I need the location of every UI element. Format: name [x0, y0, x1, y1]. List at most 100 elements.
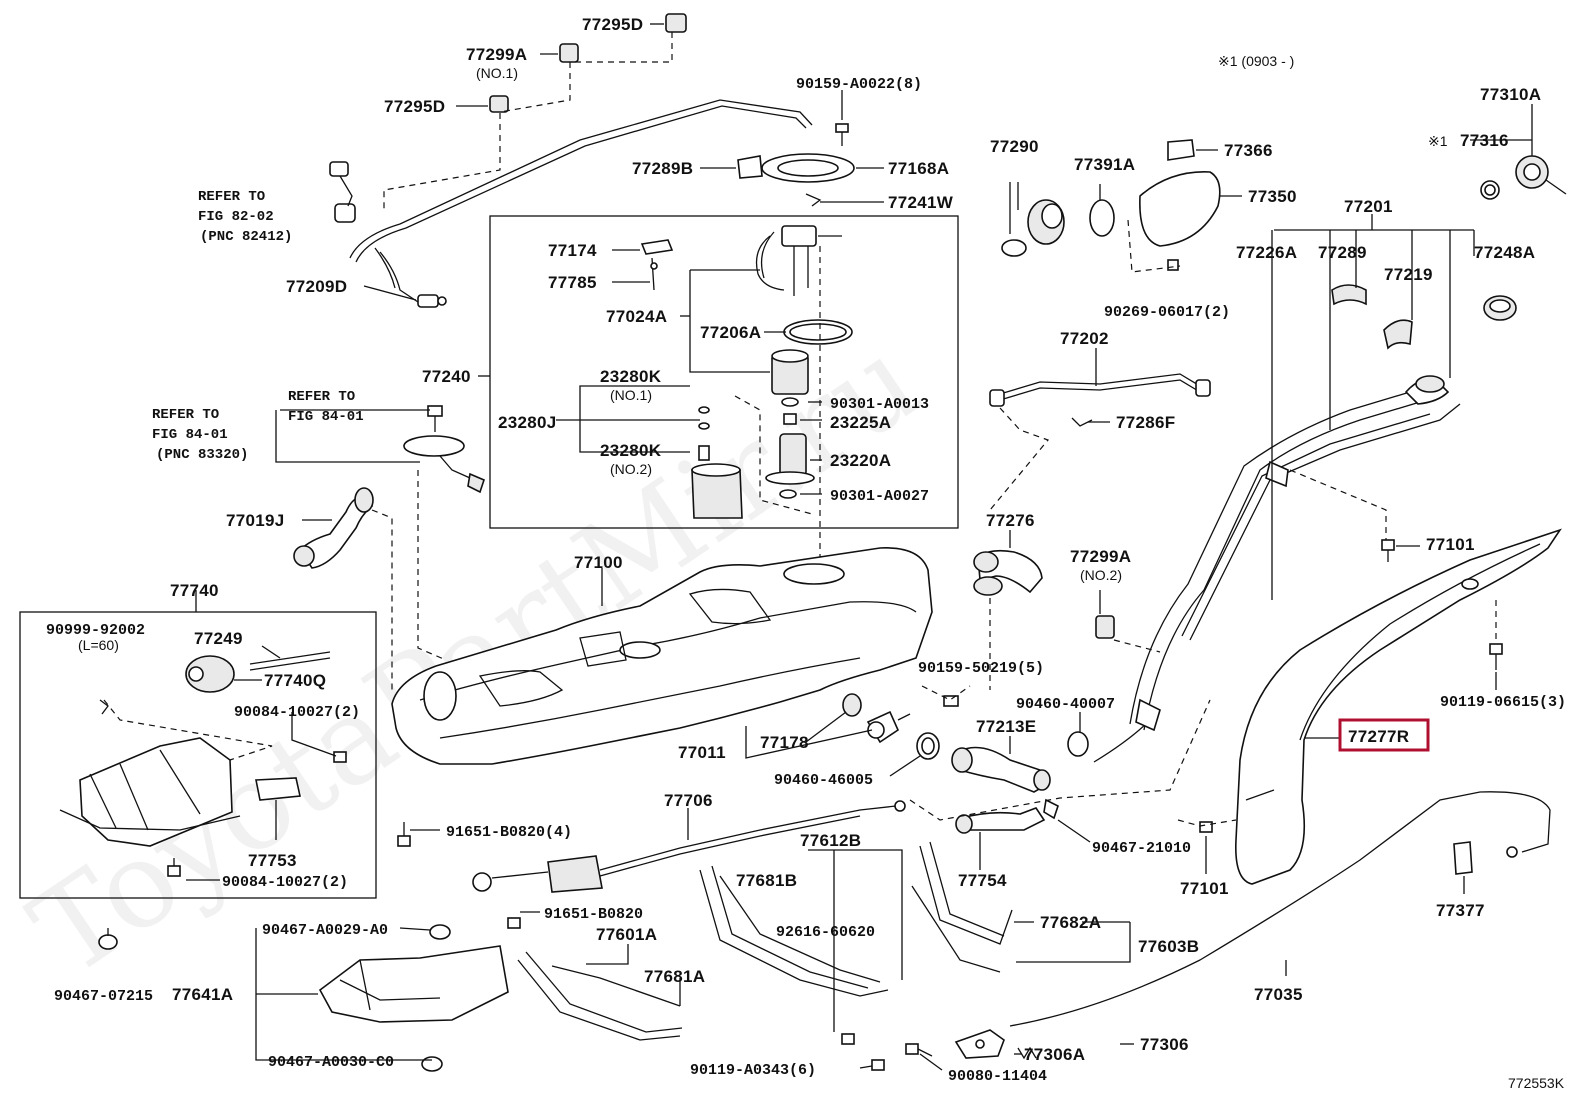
protector-77277R[interactable]: [1235, 528, 1562, 885]
nut-90467-A0030[interactable]: [421, 1056, 443, 1072]
label-90467-A0030[interactable]: 90467-A0030-C0: [268, 1054, 394, 1071]
label-23225A[interactable]: 23225A: [830, 413, 891, 432]
bolt-91651-B0820[interactable]: [507, 917, 521, 929]
label-77101-lower[interactable]: 77101: [1180, 879, 1229, 898]
clip-90467-21010[interactable]: [1043, 798, 1059, 820]
label-77011[interactable]: 77011: [678, 743, 726, 762]
hose-77019J[interactable]: [293, 487, 374, 569]
label-77681B[interactable]: 77681B: [736, 871, 797, 890]
label-90467-07215[interactable]: 90467-07215: [54, 988, 153, 1005]
label-90084-a[interactable]: 90084-10027(2): [234, 704, 360, 721]
bolt-90119-06615[interactable]: [1489, 643, 1503, 670]
label-77174[interactable]: 77174: [548, 241, 597, 260]
cover-77641A[interactable]: [318, 945, 509, 1023]
connector-refer-82-02[interactable]: [329, 161, 356, 223]
cable-77035[interactable]: [1009, 791, 1551, 1027]
sender-gauge-refer-84-01[interactable]: [403, 435, 485, 494]
refer-fig-84-01-a[interactable]: REFER TO FIG 84-01: [288, 389, 364, 425]
bolt-90084-b[interactable]: [167, 858, 181, 877]
connector-77289B[interactable]: [737, 155, 763, 179]
clip-77295D-mid[interactable]: [489, 95, 509, 113]
label-90084-b[interactable]: 90084-10027(2): [222, 874, 348, 891]
label-77316[interactable]: 77316: [1460, 131, 1509, 150]
connector-77209D[interactable]: [417, 294, 447, 308]
label-77306A[interactable]: 77306A: [1024, 1045, 1085, 1064]
oring-77206A[interactable]: [783, 319, 853, 345]
label-77290[interactable]: 77290: [990, 137, 1039, 156]
clip-77299A-no1[interactable]: [559, 43, 579, 63]
pin-90999[interactable]: [99, 699, 109, 715]
label-77101-upper[interactable]: 77101: [1426, 535, 1475, 554]
label-77168A[interactable]: 77168A: [888, 159, 949, 178]
bolt-92616[interactable]: [841, 1033, 855, 1045]
gasket-77178[interactable]: [842, 693, 862, 717]
bolt-90159-A0022[interactable]: [835, 123, 849, 146]
wire-77785[interactable]: [650, 257, 658, 291]
ring-77290[interactable]: [1001, 239, 1027, 257]
lid-77350[interactable]: [1139, 171, 1221, 247]
nut-90467-07215[interactable]: [98, 928, 118, 950]
label-77213E[interactable]: 77213E: [976, 717, 1036, 736]
label-90301-A0027[interactable]: 90301-A0027: [830, 488, 929, 505]
fuel-line-top[interactable]: [349, 99, 813, 303]
label-90159-50219[interactable]: 90159-50219(5): [918, 660, 1044, 677]
hose-77276[interactable]: [973, 549, 1043, 596]
label-77035[interactable]: 77035: [1254, 985, 1303, 1004]
lever-77306[interactable]: [954, 1029, 1005, 1059]
band-77601A[interactable]: [517, 951, 683, 1041]
clamp-90460-40007[interactable]: [1067, 731, 1089, 757]
spring-77391A[interactable]: [1089, 199, 1115, 237]
label-90467-21010[interactable]: 90467-21010: [1092, 840, 1191, 857]
label-77366[interactable]: 77366: [1224, 141, 1273, 160]
label-77249[interactable]: 77249: [194, 629, 243, 648]
oring-90301-A0013[interactable]: [781, 397, 799, 407]
bolt-90119-A0343[interactable]: [871, 1059, 885, 1071]
label-77277R[interactable]: 77277R: [1348, 727, 1409, 746]
bolt-90159-50219[interactable]: [943, 695, 959, 707]
label-77219[interactable]: 77219: [1384, 265, 1433, 284]
cushion-23225A[interactable]: [783, 413, 797, 425]
label-77276[interactable]: 77276: [986, 511, 1035, 530]
label-77201[interactable]: 77201: [1344, 197, 1393, 216]
label-23280J[interactable]: 23280J: [498, 413, 557, 432]
clamp-90460-46005[interactable]: [916, 732, 940, 760]
label-77350[interactable]: 77350: [1248, 187, 1297, 206]
label-77377[interactable]: 77377: [1436, 901, 1485, 920]
filler-pipe-77201[interactable]: [1093, 375, 1450, 763]
gasket-77316[interactable]: [1480, 180, 1500, 200]
bolt-77101-lower[interactable]: [1199, 821, 1213, 833]
pipe-77011[interactable]: [866, 710, 911, 744]
grommet-77219[interactable]: [1383, 319, 1413, 350]
label-77241W[interactable]: 77241W: [888, 193, 954, 212]
label-77641A[interactable]: 77641A: [172, 985, 233, 1004]
small-parts-23280K[interactable]: [698, 406, 710, 461]
label-77682A[interactable]: 77682A: [1040, 913, 1101, 932]
filter-cup-23280K-no2[interactable]: [691, 463, 743, 519]
label-77601A[interactable]: 77601A: [596, 925, 657, 944]
label-90159-A0022[interactable]: 90159-A0022(8): [796, 76, 922, 93]
grommet-77248A[interactable]: [1483, 295, 1517, 321]
hinge-77366[interactable]: [1167, 139, 1195, 161]
label-77785[interactable]: 77785: [548, 273, 597, 292]
housing-77290[interactable]: [1027, 199, 1065, 245]
label-77681A[interactable]: 77681A: [644, 967, 705, 986]
hose-77213E[interactable]: [951, 746, 1051, 793]
hose-77754[interactable]: [955, 807, 1046, 834]
label-77295D-mid[interactable]: 77295D: [384, 97, 445, 116]
hose-77202[interactable]: [989, 373, 1211, 407]
cover-77289[interactable]: [1331, 284, 1367, 306]
label-77024A[interactable]: 77024A: [606, 307, 667, 326]
label-77306[interactable]: 77306: [1140, 1035, 1189, 1054]
band-77681B[interactable]: [699, 865, 889, 997]
clip-77295D-top[interactable]: [665, 13, 687, 33]
label-91651-B0820[interactable]: 91651-B0820: [544, 906, 643, 923]
valve-77740Q[interactable]: [185, 655, 235, 693]
bolt-90080[interactable]: [905, 1043, 933, 1057]
label-23280K-no1[interactable]: 23280K: [600, 367, 662, 386]
filter-23280K-no1[interactable]: [771, 349, 809, 395]
label-90269[interactable]: 90269-06017(2): [1104, 304, 1230, 321]
label-90301-A0013[interactable]: 90301-A0013: [830, 396, 929, 413]
fuel-tank-77100[interactable]: [391, 547, 933, 765]
hose-77249[interactable]: [249, 651, 331, 671]
label-77299A-no2[interactable]: 77299A: [1070, 547, 1131, 566]
